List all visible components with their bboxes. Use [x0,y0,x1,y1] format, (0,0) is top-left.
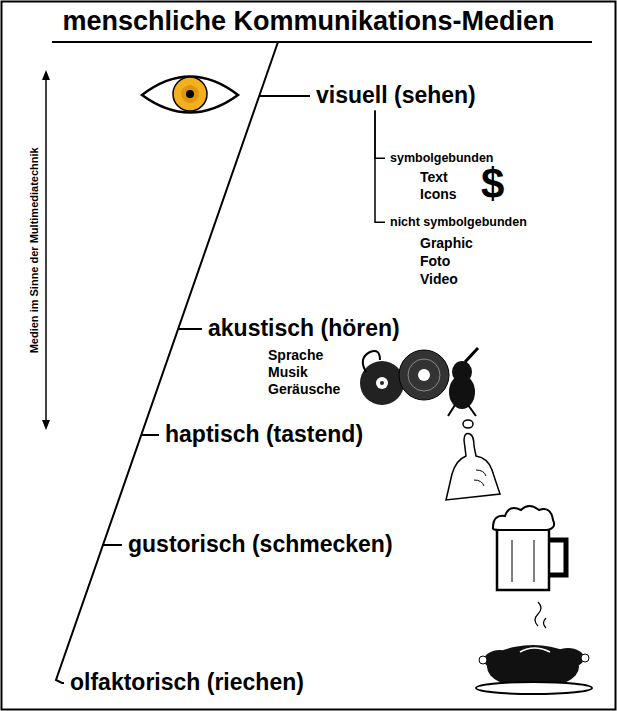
item-label: Icons [420,186,457,202]
item-label: Geräusche [268,381,340,397]
tree-node: akustisch (hören) [208,315,400,341]
roast-chicken-icon [476,602,592,694]
tree-node: visuell (sehen) [316,82,476,108]
item-label: Text [420,169,448,185]
item-label: Musik [268,364,308,380]
item-label: Sprache [268,347,323,363]
node-label: haptisch (tastend) [165,421,363,447]
hand-icon [446,420,500,500]
range-arrow [42,70,50,430]
tree-node: gustorisch (schmecken) [128,531,393,557]
item-label: Video [420,271,458,287]
tree-node: nicht symbolgebunden [390,215,527,229]
tree-node: olfaktorisch (riechen) [70,669,304,695]
node-label: akustisch (hören) [208,315,400,341]
tree-node: symbolgebunden [390,151,493,165]
tree-connector [375,110,385,158]
title-underline [52,41,592,43]
axis-label: Medien im Sinne der Multimediatechnik [28,147,41,353]
node-label: symbolgebunden [390,151,493,165]
tree-node: haptisch (tastend) [165,421,363,447]
tree-connector [375,110,385,222]
node-label: olfaktorisch (riechen) [70,669,304,695]
node-label: nicht symbolgebunden [390,215,527,229]
item-label: $ [481,160,504,208]
item-label: Graphic [420,235,473,251]
diagram-title: menschliche Kommunikations-Medien [0,6,617,37]
node-label: visuell (sehen) [316,82,476,108]
beer-mug-icon [493,506,566,590]
node-label: gustorisch (schmecken) [128,531,393,557]
music-icon [360,348,478,416]
eye-icon [142,77,238,113]
item-label: Foto [420,253,450,269]
